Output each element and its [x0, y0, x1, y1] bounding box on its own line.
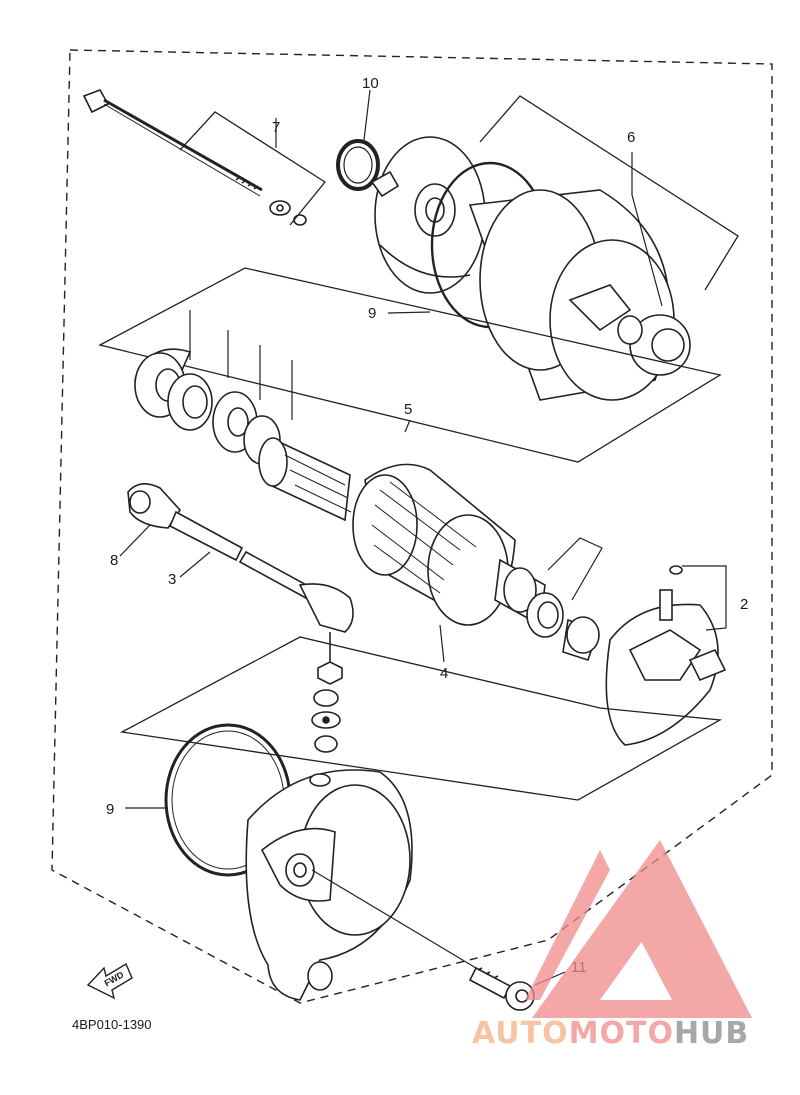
diagram-code: 4BP010-1390 — [72, 1017, 152, 1032]
callout-8: 8 — [110, 552, 118, 569]
callout-5: 5 — [404, 401, 412, 418]
callout-3: 3 — [168, 571, 176, 588]
part-11-bolt — [468, 966, 535, 1011]
assembly-boundary-dashed — [51, 49, 773, 1004]
lower-group-bracket — [119, 636, 723, 801]
callout-bracket-5 — [98, 267, 722, 463]
watermark-auto: AUTO — [472, 1016, 569, 1051]
part-7-through-bolt — [82, 89, 307, 226]
svg-text:AUTOMOTOHUB: AUTOMOTOHUB — [472, 1016, 749, 1051]
part-10-o-ring — [336, 139, 380, 191]
callout-9-lower: 9 — [106, 801, 114, 818]
callout-10: 10 — [362, 75, 379, 92]
terminal-nuts-washers — [311, 632, 343, 753]
bolt-11-leader — [311, 869, 477, 969]
callout-6: 6 — [627, 129, 635, 146]
callout-4: 4 — [440, 665, 448, 682]
callout-bracket-2 — [682, 565, 727, 631]
callout-bracket-7 — [179, 111, 326, 226]
watermark-logo: AUTOMOTOHUB — [472, 840, 752, 1051]
watermark-hub: HUB — [674, 1016, 749, 1051]
part-3-lead-wire — [238, 550, 354, 633]
part-5-shims-washers — [134, 348, 281, 465]
callout-bracket-4-washers — [547, 537, 603, 601]
front-cover-housing — [245, 769, 413, 1001]
callout-9-upper: 9 — [368, 305, 376, 322]
callout-2: 2 — [740, 596, 748, 613]
forward-arrow-icon: FWD — [86, 962, 133, 1000]
part-4-armature — [258, 437, 600, 662]
watermark-moto: MOTO — [569, 1016, 674, 1051]
part-2-brush-holder — [605, 565, 727, 746]
callout-bracket-6 — [479, 95, 739, 291]
part-8-lead-terminal — [127, 483, 244, 562]
callout-7: 7 — [272, 119, 280, 136]
part-6-yoke-housing — [370, 136, 691, 401]
